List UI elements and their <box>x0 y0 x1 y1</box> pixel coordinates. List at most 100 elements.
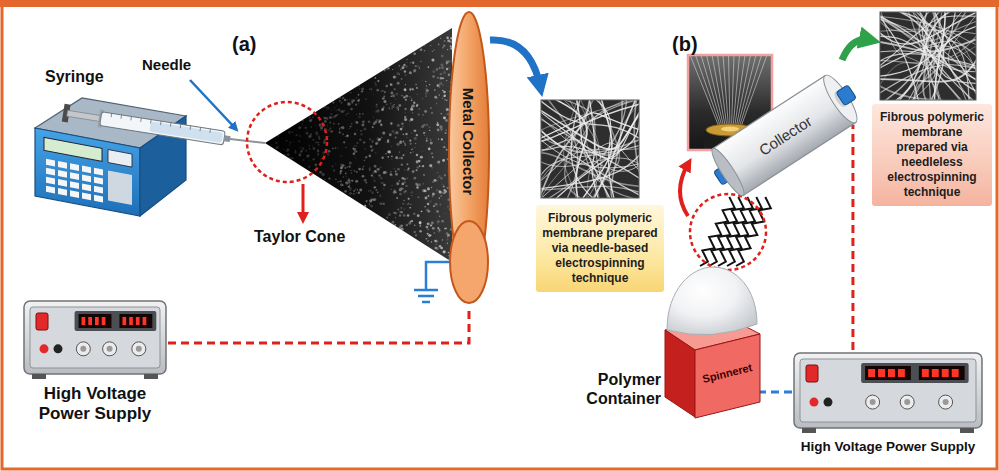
fiber-droplet <box>404 116 406 118</box>
fiber-droplet <box>413 69 416 72</box>
fiber <box>588 100 620 198</box>
fiber-droplet <box>343 176 344 177</box>
fiber-droplet <box>413 231 416 234</box>
fiber <box>576 100 598 198</box>
fiber-droplet <box>296 134 298 136</box>
fiber-droplet <box>354 121 356 123</box>
fiber-droplet <box>404 112 406 114</box>
fiber-droplet <box>294 151 296 153</box>
keypad-key <box>82 175 91 183</box>
fiber-droplet <box>443 44 446 47</box>
fiber-droplet <box>328 150 330 152</box>
display-digit <box>82 317 86 325</box>
fiber-droplet <box>442 90 444 92</box>
fiber-droplet <box>428 210 431 213</box>
fiber-droplet <box>370 145 373 148</box>
fiber-droplet <box>365 148 367 150</box>
fiber-droplet <box>355 104 357 106</box>
control-knob <box>866 395 880 409</box>
fiber-droplet <box>447 242 448 243</box>
fiber-droplet <box>407 214 410 217</box>
fiber-droplet <box>359 189 362 192</box>
fiber-droplet <box>409 71 412 74</box>
fiber-droplet <box>445 119 448 122</box>
terminal <box>54 344 63 353</box>
fiber-droplet <box>432 192 435 195</box>
fiber-droplet <box>312 158 314 160</box>
fiber-droplet <box>443 189 445 191</box>
fiber-droplet <box>416 186 418 188</box>
fiber-droplet <box>315 142 317 144</box>
fiber-droplet <box>405 95 408 98</box>
fiber-droplet <box>416 154 419 157</box>
fiber-droplet <box>362 168 364 170</box>
fiber-droplet <box>402 134 403 135</box>
fiber-droplet <box>376 104 378 106</box>
fiber-droplet <box>349 161 352 164</box>
fiber-droplet <box>414 147 415 148</box>
fiber-droplet <box>441 66 444 69</box>
fiber-droplet <box>394 212 397 215</box>
fiber-droplet <box>392 69 393 70</box>
fiber-droplet <box>310 126 312 128</box>
fiber-droplet <box>349 187 352 190</box>
fiber-droplet <box>322 173 325 176</box>
fiber-droplet <box>333 170 334 171</box>
fiber-droplet <box>427 187 430 190</box>
fiber-droplet <box>440 128 443 131</box>
fiber-droplet <box>439 229 442 232</box>
fiber-droplet <box>300 150 302 152</box>
fiber-droplet <box>399 225 400 226</box>
fiber-droplet <box>446 232 449 235</box>
fiber-droplet <box>380 124 382 126</box>
fiber-droplet <box>431 167 433 169</box>
fiber-droplet <box>425 95 426 96</box>
label-holder: (b) <box>672 33 698 56</box>
fiber-droplet <box>412 151 414 153</box>
fiber-droplet <box>405 84 406 85</box>
fiber-droplet <box>429 200 432 203</box>
fiber-droplet <box>407 177 408 178</box>
syringe <box>62 104 232 148</box>
panel-label: (a) <box>232 33 256 56</box>
syringe <box>67 110 102 121</box>
fiber-droplet <box>399 193 402 196</box>
fiber-droplet <box>357 84 360 87</box>
fiber-droplet <box>445 132 447 134</box>
fiber-droplet <box>347 102 350 105</box>
fiber-droplet <box>409 124 410 125</box>
fiber-droplet <box>390 122 392 124</box>
fiber-droplet <box>382 131 385 134</box>
display-digit <box>868 369 875 377</box>
fiber-droplet <box>348 179 350 181</box>
fiber-droplet <box>406 62 407 63</box>
keypad-key <box>46 168 55 176</box>
fiber-droplet <box>435 244 437 246</box>
spinneret-photo <box>690 55 767 128</box>
ground-wire <box>760 391 792 394</box>
fiber-droplet <box>417 65 419 67</box>
power-switch <box>806 365 818 382</box>
fiber-droplet <box>333 169 334 170</box>
fiber-droplet <box>447 113 449 115</box>
fiber-droplet <box>342 98 343 99</box>
fiber-droplet <box>315 163 318 166</box>
fiber-droplet <box>301 126 302 127</box>
fiber-droplet <box>424 50 425 51</box>
fiber-droplet <box>428 126 430 128</box>
fiber-droplet <box>386 216 388 218</box>
fiber-droplet <box>441 113 442 114</box>
fiber-droplet <box>391 159 392 160</box>
fiber-droplet <box>444 228 445 229</box>
fiber-droplet <box>413 177 416 180</box>
power-wire <box>851 125 854 350</box>
fiber-droplet <box>435 203 438 206</box>
fiber-droplet <box>428 234 431 237</box>
fiber-droplet <box>432 227 435 230</box>
fiber-droplet <box>308 166 310 168</box>
fiber-droplet <box>287 153 290 156</box>
fiber-droplet <box>440 77 442 79</box>
fiber-droplet <box>437 223 438 224</box>
keypad-key <box>58 179 67 187</box>
fiber-droplet <box>421 210 423 212</box>
